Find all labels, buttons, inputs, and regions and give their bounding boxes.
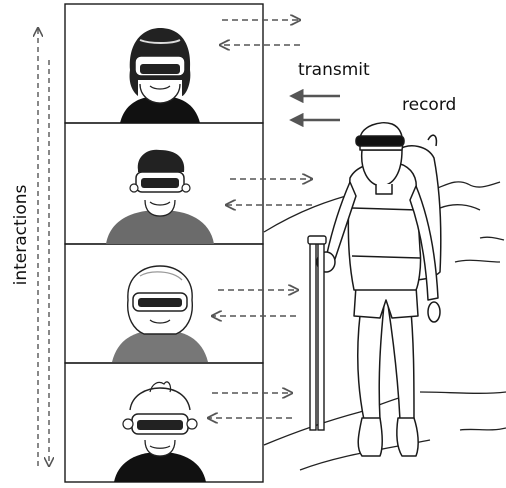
participant-1-figure: [120, 28, 200, 123]
interactions-label: interactions: [11, 180, 31, 290]
interactions-axis: [38, 28, 49, 466]
participant-4-figure: [114, 382, 206, 482]
transmit-arrows: [292, 96, 340, 120]
exchange-arrows: [208, 20, 312, 418]
hiker-figure: [317, 123, 441, 456]
transmit-label: transmit: [298, 60, 370, 80]
record-label: record: [402, 95, 456, 115]
participant-2-figure: [106, 150, 214, 244]
participant-3-figure: [112, 266, 208, 362]
